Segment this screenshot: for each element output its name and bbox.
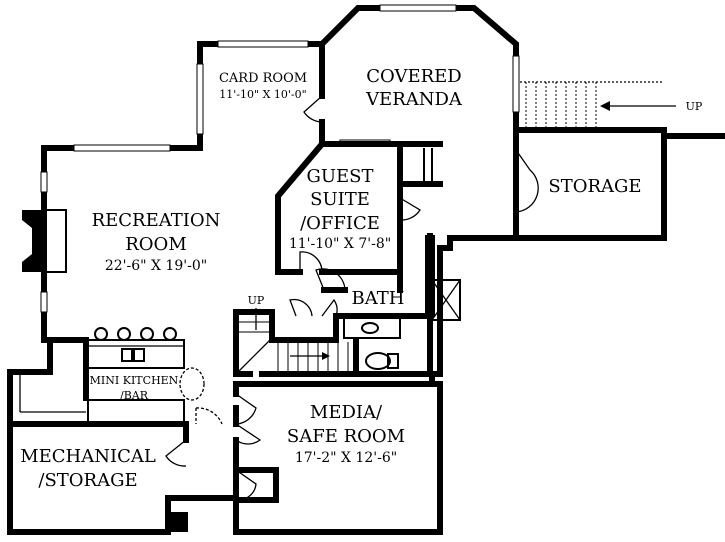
recreation-room-label-2: ROOM — [125, 234, 187, 255]
mini-kitchen-label-1: MINI KITCHEN — [90, 374, 179, 387]
media-room-label-1: MEDIA/ — [310, 402, 383, 423]
mini-kitchen-label-2: /BAR — [120, 389, 149, 402]
guest-suite-label-3: /OFFICE — [300, 213, 380, 234]
media-room-dims: 17'-2" X 12'-6" — [295, 450, 397, 466]
card-room-label: CARD ROOM — [219, 71, 307, 86]
guest-suite-label-2: SUITE — [310, 189, 370, 210]
guest-suite-label-1: GUEST — [306, 166, 373, 187]
mechanical-label-2: /STORAGE — [38, 470, 137, 491]
doors — [165, 95, 539, 501]
kitchen-counters — [19, 327, 205, 423]
main-stairs — [237, 308, 349, 373]
recreation-room-dims: 22'-6" X 19'-0" — [105, 258, 207, 274]
stair-up-label: UP — [248, 294, 265, 307]
mechanical-label-1: MECHANICAL — [20, 446, 156, 467]
fireplace — [22, 209, 67, 273]
media-room-label-2: SAFE ROOM — [287, 426, 405, 447]
guest-suite-dims: 11'-10" X 7'-8" — [289, 236, 391, 252]
deck-stairs — [520, 81, 676, 130]
veranda-label-1: COVERED — [366, 66, 461, 87]
storage-right-label: STORAGE — [548, 176, 641, 197]
veranda-label-2: VERANDA — [365, 89, 463, 110]
deck-up-label: UP — [686, 100, 703, 113]
bath-label: BATH — [352, 288, 405, 309]
card-room-dims: 11'-10" X 10'-0" — [219, 88, 306, 101]
interior-walls — [7, 127, 519, 535]
room-labels: CARD ROOM 11'-10" X 10'-0" COVERED VERAN… — [20, 66, 703, 491]
bath-fixtures — [343, 235, 461, 370]
recreation-room-label-1: RECREATION — [92, 210, 221, 231]
